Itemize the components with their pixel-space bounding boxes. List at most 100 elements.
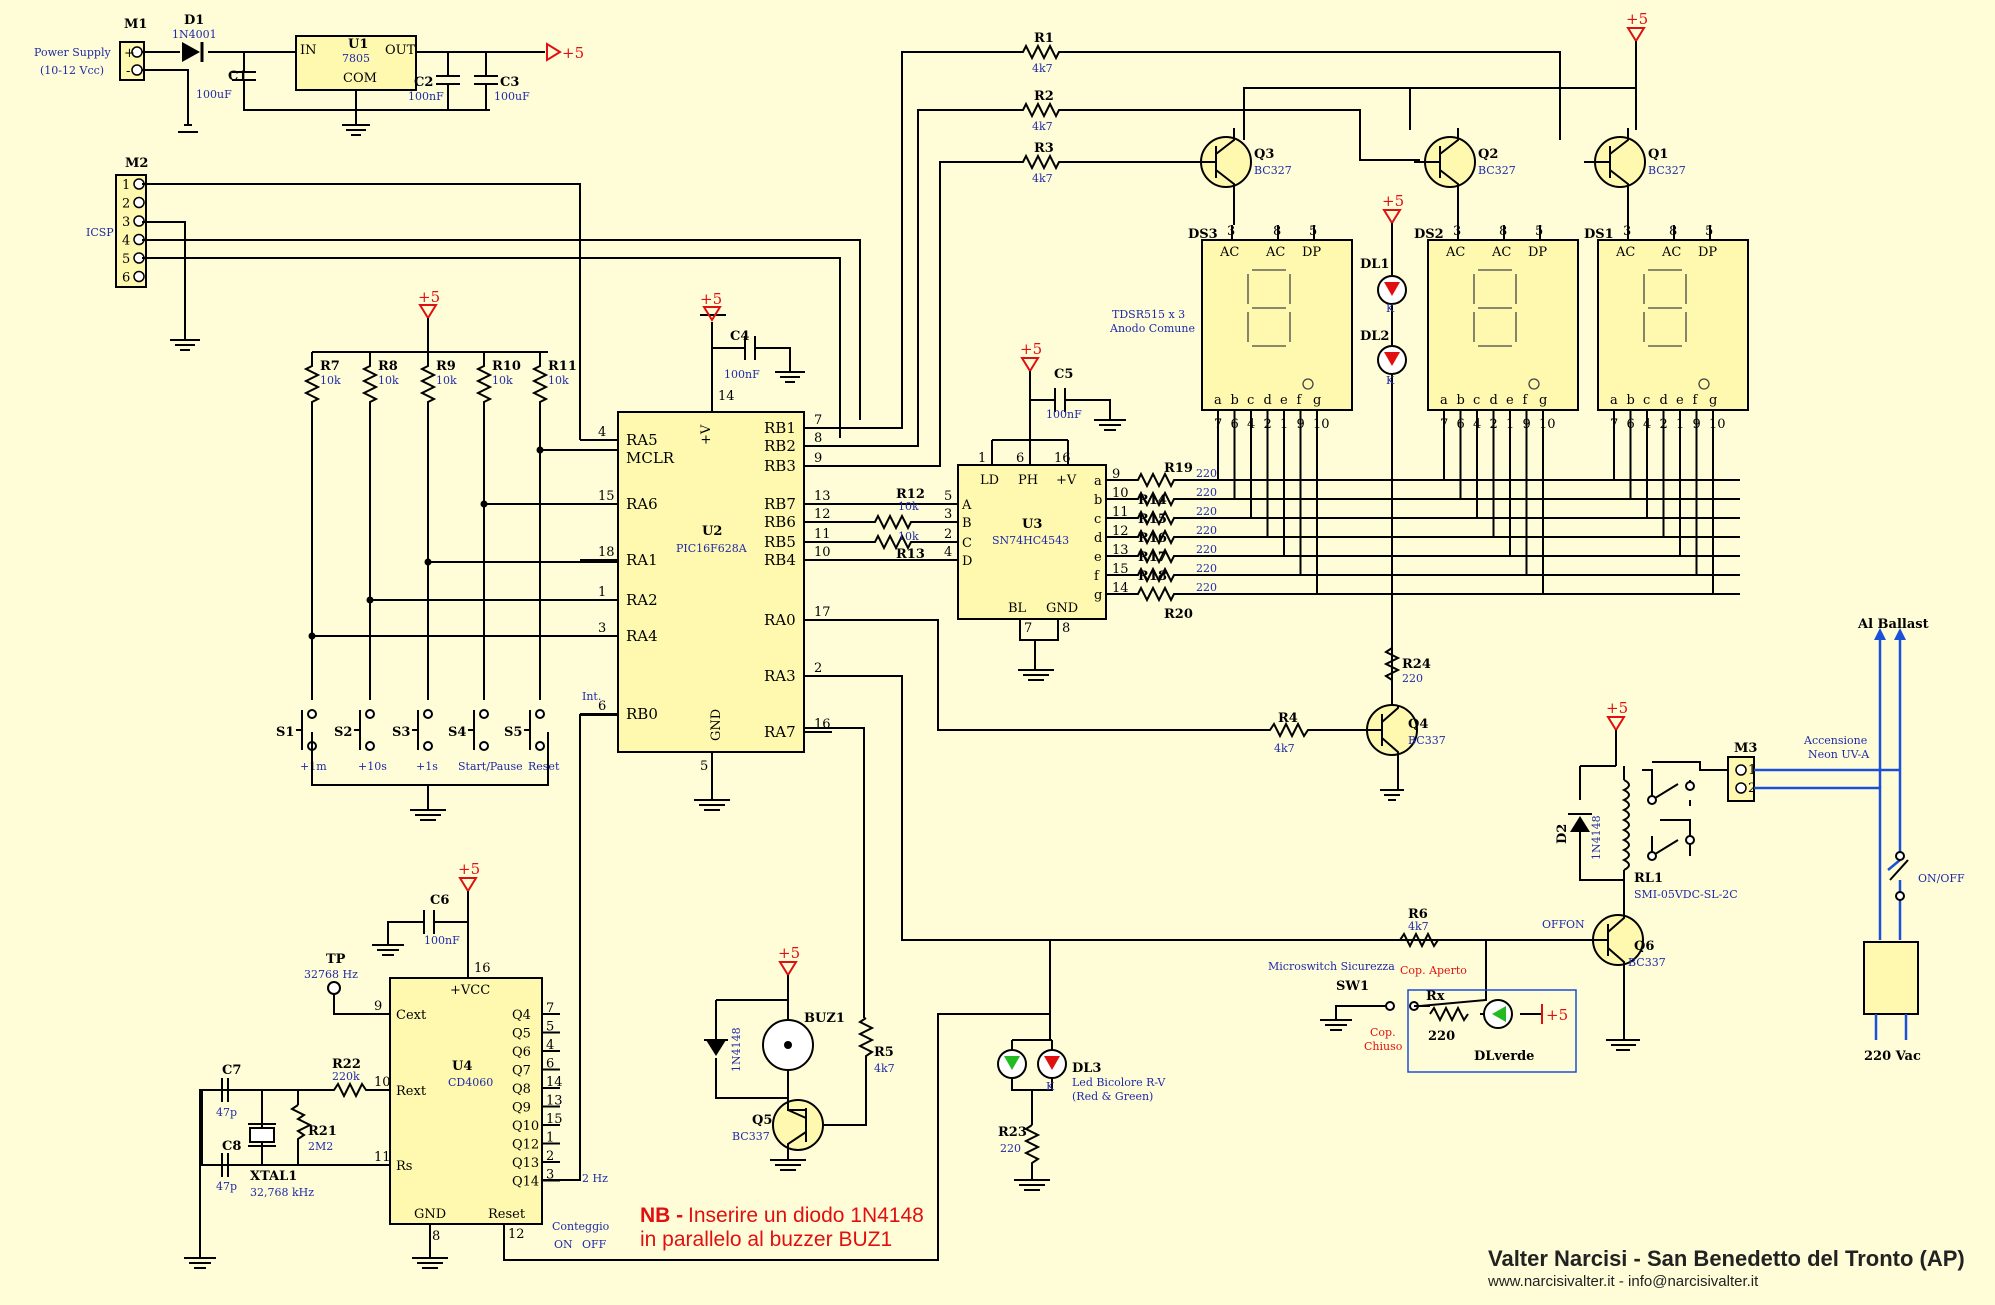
ballast-label: Al Ballast — [1857, 617, 1929, 632]
footer-web: www.narcisivalter.it - info@narcisivalte… — [1487, 1273, 1759, 1290]
ds1-seg-0: a — [1610, 393, 1618, 408]
u2-mclr: MCLR — [626, 449, 675, 467]
s3-ref: S3 — [392, 725, 410, 740]
u4-pin-4: 4 — [546, 1038, 554, 1053]
r23-ref: R23 — [998, 1125, 1027, 1140]
ds1-seg-4: e — [1676, 393, 1684, 408]
u4-pin-6: 6 — [546, 1057, 554, 1072]
c7-value: 47p — [216, 1106, 237, 1119]
r17-value: 220 — [1196, 543, 1217, 556]
xtal-ref: XTAL1 — [250, 1169, 297, 1184]
rx-ref: Rx — [1426, 989, 1445, 1004]
u3-pin-16: 16 — [1054, 451, 1071, 466]
u3-ld: LD — [980, 473, 999, 488]
xtal-value: 32,768 kHz — [250, 1186, 314, 1199]
ds3-top-label-1: AC — [1265, 245, 1285, 260]
u2-pin-8: 8 — [814, 431, 822, 446]
r6-value: 4k7 — [1408, 920, 1429, 933]
u2-ra2: RA2 — [626, 591, 658, 609]
ds2-pin-1: 6 — [1457, 417, 1465, 432]
q3-ref: Q3 — [1254, 147, 1274, 162]
pullup-section: +5 R710kS1+1mR810kS2+10sR910kS3+1sR1010k… — [276, 288, 618, 821]
m3-ref: M3 — [1734, 741, 1757, 756]
u3-supply: +5 — [1020, 340, 1042, 358]
sw1-closed1: Cop. — [1370, 1026, 1396, 1039]
ds3-seg-0: a — [1214, 393, 1222, 408]
r20-ref: R20 — [1164, 607, 1193, 622]
r22-value: 220k — [332, 1070, 360, 1083]
u4-ref: U4 — [452, 1059, 472, 1074]
u2-rb4: RB4 — [764, 551, 796, 569]
r19-ref: R19 — [1164, 461, 1193, 476]
ds3-seg-3: d — [1264, 393, 1272, 408]
u4-section: U4 CD4060 +VCC GND Reset 9Cext10Rext11Rs… — [184, 690, 1050, 1269]
dl3-k: K — [1046, 1080, 1055, 1093]
m1-ref: M1 — [124, 17, 147, 32]
ds2-top-pin-2: 5 — [1535, 224, 1543, 239]
u3-seg-c: c — [1094, 512, 1101, 527]
note-nb: NB - — [640, 1204, 683, 1227]
r21-ref: R21 — [308, 1124, 337, 1139]
ds3-pin-4: 1 — [1280, 417, 1288, 432]
m2-label: ICSP — [86, 226, 114, 239]
u2-supply: +5 — [700, 290, 722, 308]
r21-value: 2M2 — [308, 1140, 333, 1153]
u4-q12: Q12 — [512, 1138, 539, 1153]
buz-supply: +5 — [778, 944, 800, 962]
u3-pin-4: 4 — [944, 545, 952, 560]
r23-value: 220 — [1000, 1142, 1021, 1155]
s3-label: +1s — [416, 760, 438, 773]
supply-out-label: +5 — [562, 44, 584, 62]
pullup-supply: +5 — [418, 288, 440, 306]
u4-vcc: +VCC — [450, 983, 490, 998]
u4-pin-10: 10 — [374, 1075, 391, 1090]
s1-label: +1m — [300, 760, 327, 773]
rl1-ref: RL1 — [1634, 871, 1663, 886]
c8-ref: C8 — [222, 1139, 241, 1154]
u2-vplus: +V — [699, 424, 714, 445]
relay-supply: +5 — [1606, 699, 1628, 717]
u3-seg-d: d — [1094, 531, 1102, 546]
mains-label: 220 Vac — [1864, 1049, 1921, 1064]
q1-value: BC327 — [1648, 164, 1686, 177]
display-type-1: TDSR515 x 3 — [1112, 308, 1185, 321]
note-line2: in parallelo al buzzer BUZ1 — [640, 1228, 892, 1251]
c2-value: 100nF — [408, 90, 444, 103]
ds1-seg-2: c — [1643, 393, 1650, 408]
dl3-value2: (Red & Green) — [1072, 1090, 1153, 1103]
ds2-pin-4: 1 — [1506, 417, 1514, 432]
ds3-seg-5: f — [1297, 393, 1303, 408]
ds1-pin-1: 6 — [1627, 417, 1635, 432]
ds1-pin-2: 4 — [1643, 417, 1651, 432]
r3-ref: R3 — [1034, 141, 1054, 156]
u2-pin-7: 7 — [814, 413, 822, 428]
buz-diode: 1N4148 — [730, 1027, 743, 1072]
u4-pin-7: 7 — [546, 1001, 554, 1016]
r14-ref: R14 — [1138, 493, 1167, 508]
u4-gnd: GND — [414, 1207, 446, 1222]
r7-ref: R7 — [320, 359, 340, 374]
signal-int: Int. — [582, 690, 601, 703]
ds2-pin-6: 10 — [1539, 417, 1556, 432]
u3-pin-7: 7 — [1024, 621, 1032, 636]
u2-pin-13: 13 — [814, 489, 831, 504]
ds2-seg-4: e — [1506, 393, 1514, 408]
dlverde-supply: +5 — [1546, 1006, 1568, 1024]
r8-value: 10k — [378, 374, 399, 387]
ds2-pin-5: 9 — [1523, 417, 1531, 432]
dl2-k: K — [1386, 374, 1395, 387]
u2-rb3: RB3 — [764, 457, 796, 475]
u2-ra5: RA5 — [626, 431, 658, 449]
m1-label: Power Supply — [34, 46, 111, 59]
r11-value: 10k — [548, 374, 569, 387]
sw1-label: Microswitch Sicurezza — [1268, 960, 1395, 973]
u1-in: IN — [300, 43, 317, 58]
ds2-top-label-1: AC — [1491, 245, 1511, 260]
u2-ref: U2 — [702, 524, 722, 539]
u3-ph: PH — [1018, 473, 1038, 488]
u2-ra0: RA0 — [764, 611, 796, 629]
r3-value: 4k7 — [1032, 172, 1053, 185]
ds1-top-pin-0: 3 — [1623, 224, 1631, 239]
